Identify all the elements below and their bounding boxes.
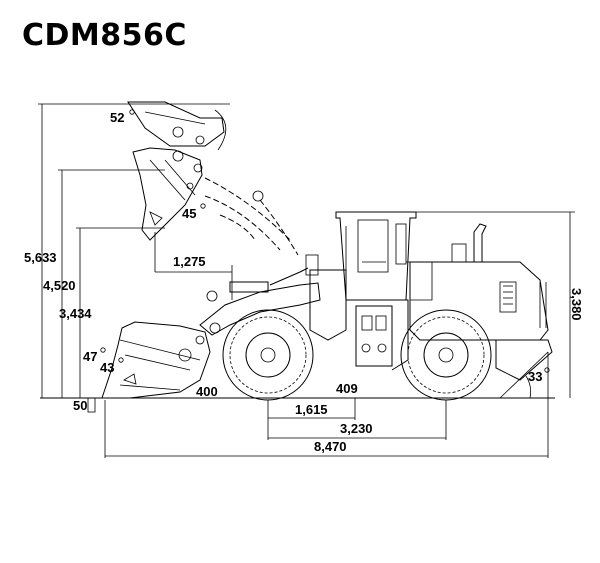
label-angle-departure: 33 [528,369,542,384]
page-title: CDM856C [22,18,187,53]
label-axle-to-pin: 1,615 [295,402,328,417]
label-height-hinge-pin: 4,520 [43,278,76,293]
label-dig-depth: 50 [73,398,87,413]
label-angle-rollback-ground: 47 [83,349,97,364]
label-angle-rollback-raised: 52 [110,110,124,125]
lift-arm-lowered [199,267,321,336]
bucket-raised-rollback [127,101,227,151]
label-height-overall: 5,633 [24,250,57,265]
loader-body [305,211,553,381]
label-ground-clearance: 409 [336,381,358,396]
front-wheel [222,309,314,401]
lift-arm-raised-path [204,177,299,256]
height-dimension-lines [38,103,230,398]
label-angle-rollback-carry: 43 [100,360,114,375]
departure-angle-arc [499,351,549,399]
bucket-lowered [101,321,211,399]
label-wheelbase: 3,230 [340,421,373,436]
bottom-dimension-lines [87,352,549,458]
cab-height-dimension [416,211,575,398]
label-height-dump: 3,434 [59,306,92,321]
rear-wheel [400,309,492,401]
label-overall-length: 8,470 [314,439,347,454]
bucket-raised-dump [132,147,203,241]
label-angle-dump: 45 [182,206,196,221]
label-reach: 1,275 [173,254,206,269]
label-bucket-offset: 400 [196,384,218,399]
label-cab-height: 3,380 [569,288,584,321]
